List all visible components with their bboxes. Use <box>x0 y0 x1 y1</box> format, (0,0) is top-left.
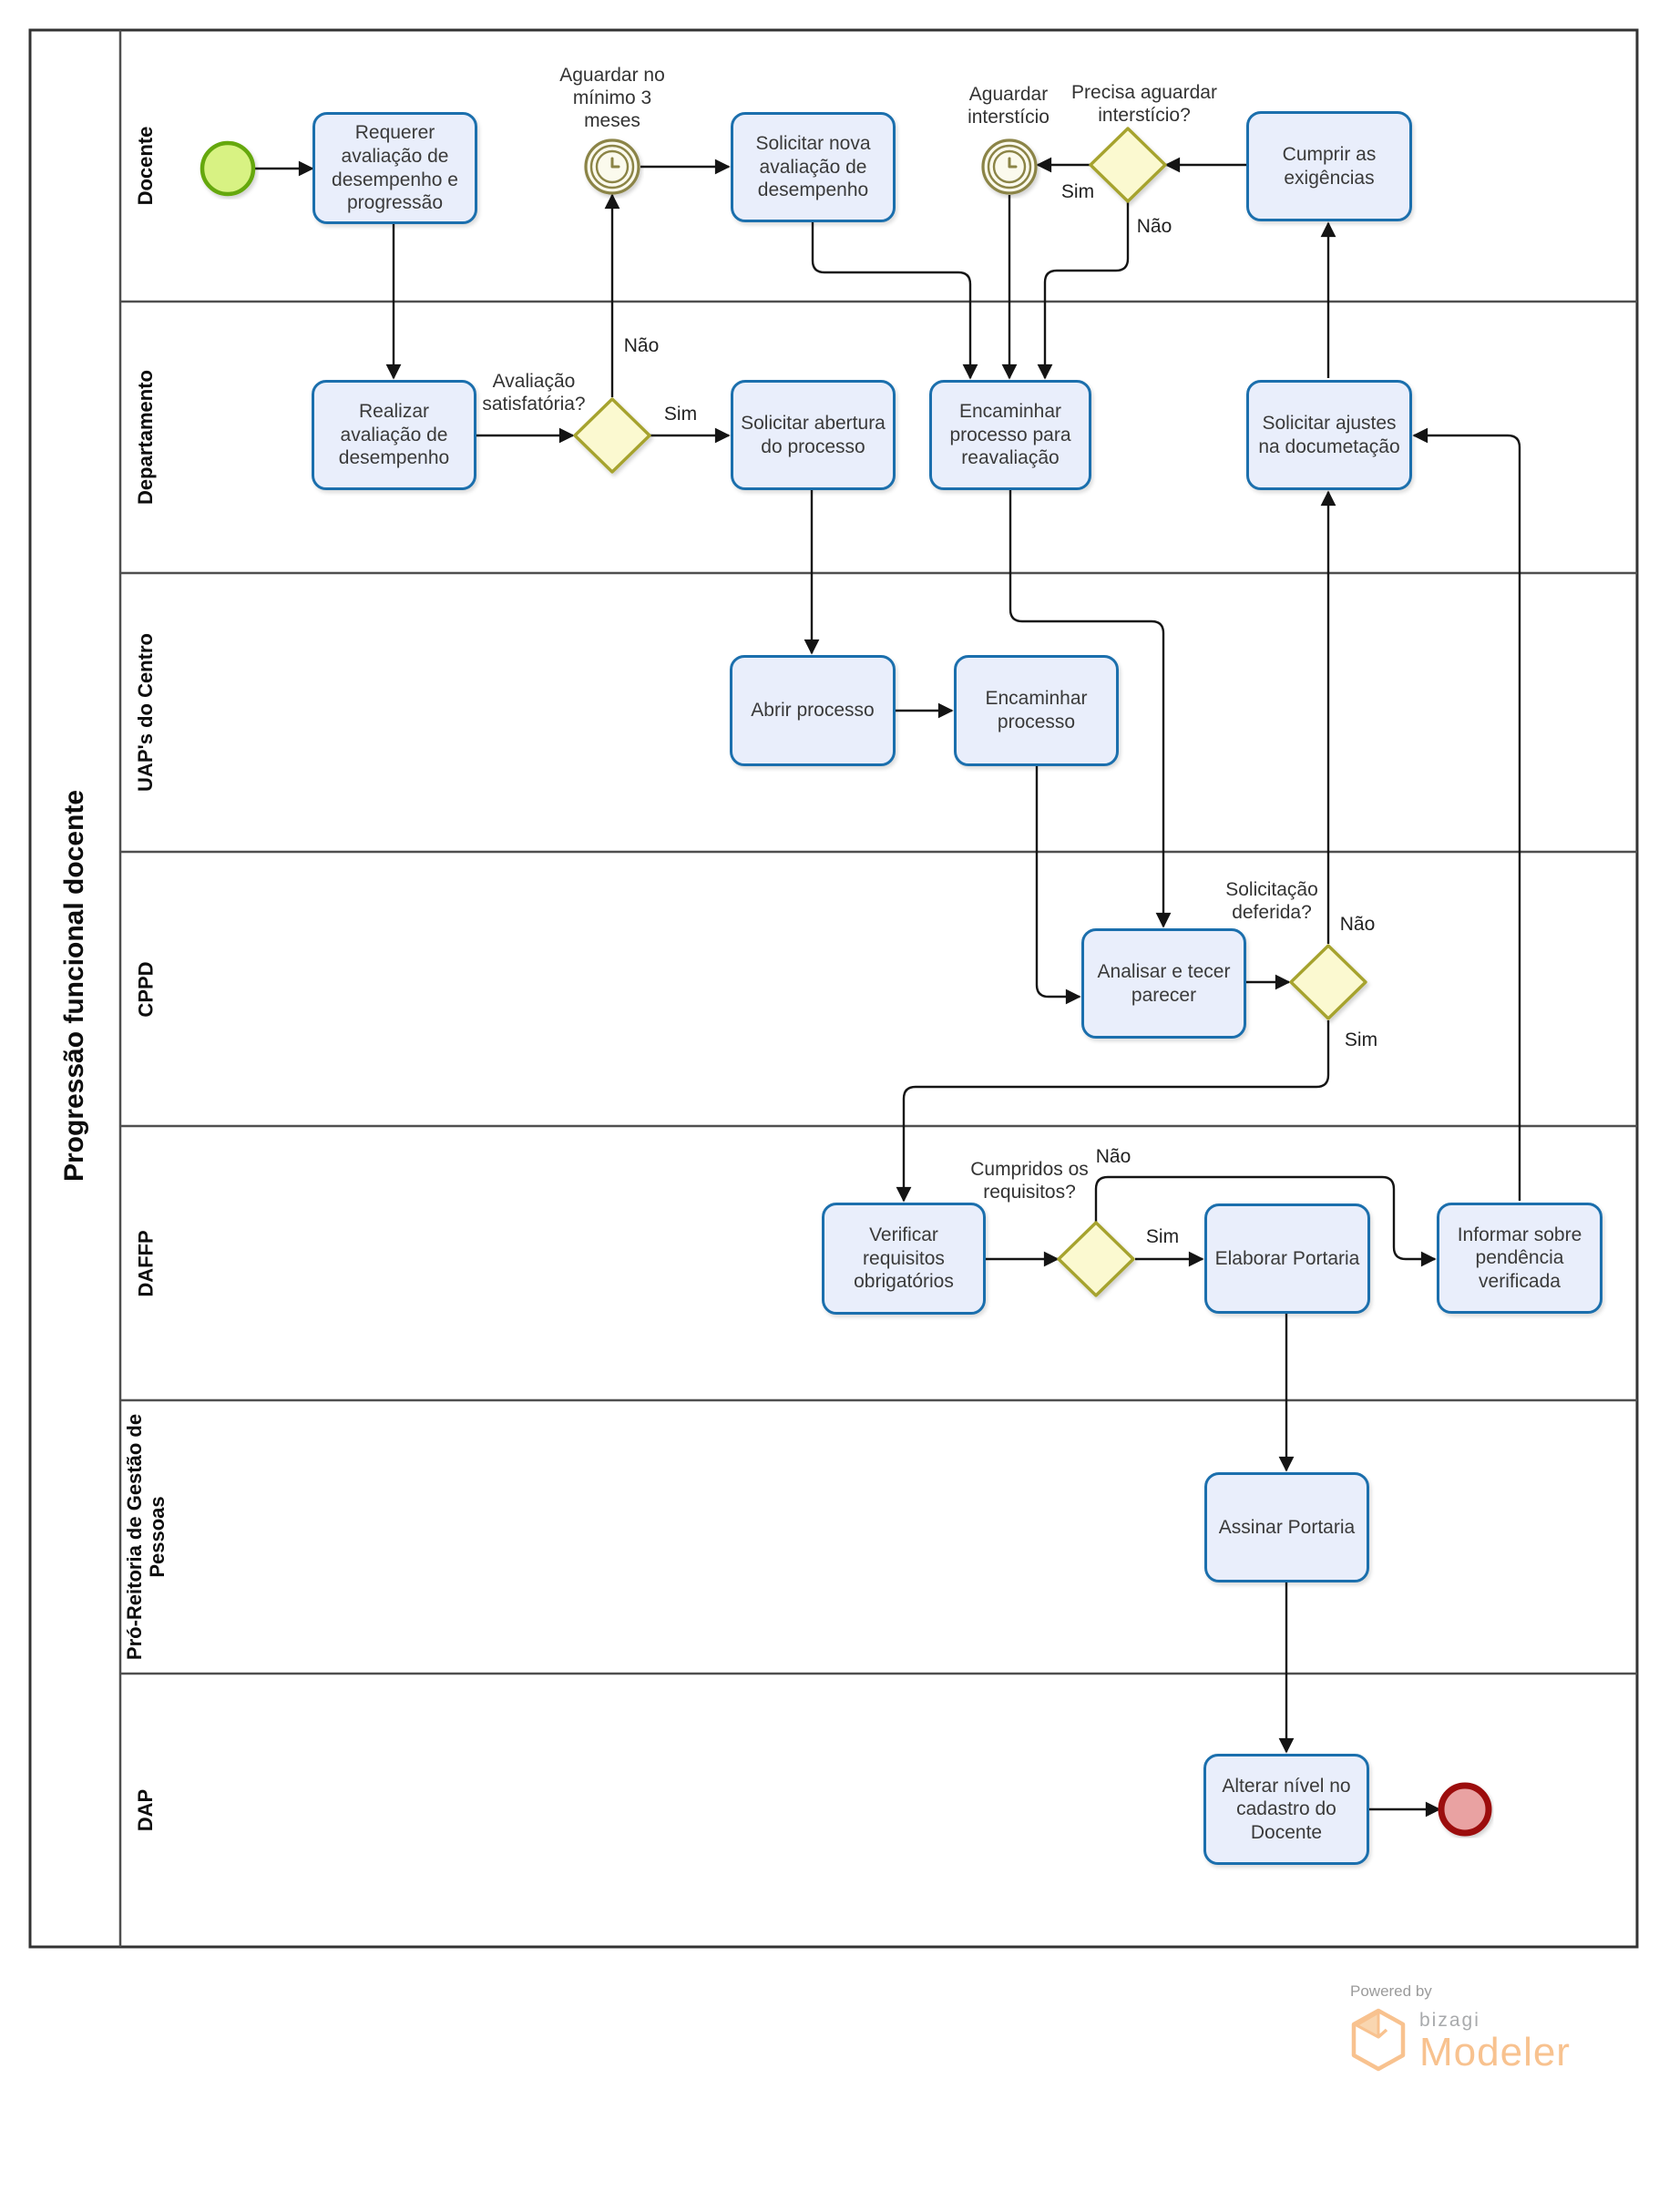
task-informar-pendencia[interactable]: Informar sobre pendência verificada <box>1437 1203 1602 1314</box>
label-nao-deferida: Não <box>1339 914 1376 935</box>
timer-aguardar-3-meses-icon-ring <box>589 144 635 189</box>
task-solicitar-abertura[interactable]: Solicitar abertura do processo <box>731 380 896 490</box>
flow-encaminhar-proc-analisar[interactable] <box>1035 766 1081 1005</box>
bizagi-branding: Powered by bizagi Modeler <box>1350 1982 1571 2075</box>
label-sim-requisitos: Sim <box>1145 1226 1180 1247</box>
lane-label-1: Docente <box>134 126 158 206</box>
flow-encaminhar-reav-analisar[interactable] <box>1009 490 1172 928</box>
modeler-wordmark: Modeler <box>1419 2030 1571 2074</box>
task-encaminhar-reavaliacao-label: Encaminhar processo para reavaliação <box>949 401 1071 469</box>
flow-gw3-verificar-sim[interactable] <box>896 1020 1330 1203</box>
lane-label-7: DAP <box>134 1788 158 1832</box>
task-realizar-avaliacao-label: Realizar avaliação de desempenho <box>338 401 450 469</box>
label-sim-deferida: Sim <box>1344 1029 1378 1050</box>
label-aguardar-intersticio: Aguardar interstício <box>968 84 1050 128</box>
task-encaminhar-processo[interactable]: Encaminhar processo <box>954 655 1119 766</box>
task-abrir-processo[interactable]: Abrir processo <box>730 655 896 766</box>
gateway-precisa-aguardar-intersticio[interactable] <box>1089 127 1167 203</box>
gateway-cumpridos-requisitos[interactable] <box>1057 1221 1135 1297</box>
task-solicitar-abertura-label: Solicitar abertura do processo <box>741 412 886 457</box>
task-solicitar-ajustes-label: Solicitar ajustes na documetação <box>1258 412 1400 457</box>
label-sim-avaliacao: Sim <box>663 404 698 425</box>
task-cumprir-exigencias[interactable]: Cumprir as exigências <box>1246 111 1412 221</box>
task-elaborar-portaria[interactable]: Elaborar Portaria <box>1204 1203 1370 1314</box>
gateway-avaliacao-satisfatoria[interactable] <box>573 397 651 474</box>
label-nao-requisitos: Não <box>1095 1146 1131 1167</box>
task-informar-pendencia-label: Informar sobre pendência verificada <box>1457 1224 1582 1292</box>
task-verificar-requisitos[interactable]: Verificar requisitos obrigatórios <box>822 1203 986 1315</box>
gateway-solicitacao-deferida[interactable] <box>1289 944 1367 1020</box>
lane-label-5: DAFFP <box>134 1229 158 1297</box>
pool-border <box>28 28 1639 1949</box>
task-encaminhar-processo-label: Encaminhar processo <box>985 688 1088 732</box>
task-cumprir-exigencias-label: Cumprir as exigências <box>1282 143 1377 189</box>
lane-label-6: Pró-Reitoria de Gestão de Pessoas <box>122 1413 169 1661</box>
end-event[interactable] <box>1438 1782 1492 1837</box>
task-elaborar-portaria-label: Elaborar Portaria <box>1214 1247 1360 1269</box>
lane-label-4: CPPD <box>134 960 158 1018</box>
task-encaminhar-reavaliacao[interactable]: Encaminhar processo para reavaliação <box>929 380 1091 490</box>
timer-aguardar-intersticio-icon-ring <box>987 144 1032 189</box>
label-avaliacao-satisfatoria: Avaliação satisfatória? <box>482 371 586 415</box>
timer-aguardar-3-meses-icon-clock-face <box>595 149 630 184</box>
task-solicitar-nova-avaliacao-label: Solicitar nova avaliação de desempenho <box>755 133 871 201</box>
flow-gw2-encaminhar-nao[interactable] <box>1037 202 1130 380</box>
label-precisa-aguardar-intersticio: Precisa aguardar interstício? <box>1071 82 1217 126</box>
flow-solicitar-nova-encaminhar[interactable] <box>811 222 978 380</box>
timer-aguardar-intersticio-icon-clock-face <box>992 149 1027 184</box>
label-solicitacao-deferida: Solicitação deferida? <box>1225 879 1318 923</box>
powered-by-label: Powered by <box>1350 1982 1432 2000</box>
task-alterar-nivel-label: Alterar nível no cadastro do Docente <box>1222 1775 1351 1843</box>
task-assinar-portaria[interactable]: Assinar Portaria <box>1204 1472 1369 1582</box>
flow-gw4-informar-nao[interactable] <box>1094 1175 1437 1267</box>
task-requerer-avaliacao[interactable]: Requerer avaliação de desempenho e progr… <box>312 112 477 224</box>
timer-aguardar-3-meses-icon-clock-hands <box>610 157 620 169</box>
task-verificar-requisitos-label: Verificar requisitos obrigatórios <box>854 1224 954 1293</box>
lane-label-2: Departamento <box>134 370 158 505</box>
task-alterar-nivel[interactable]: Alterar nível no cadastro do Docente <box>1203 1754 1369 1865</box>
bizagi-wordmark: bizagi <box>1419 2010 1480 2031</box>
task-requerer-avaliacao-label: Requerer avaliação de desempenho e progr… <box>332 122 458 214</box>
timer-aguardar-intersticio-icon-clock-hands <box>1008 157 1018 169</box>
task-realizar-avaliacao[interactable]: Realizar avaliação de desempenho <box>312 380 476 490</box>
task-analisar-parecer[interactable]: Analisar e tecer parecer <box>1081 928 1246 1039</box>
label-cumpridos-requisitos: Cumpridos os requisitos? <box>970 1159 1089 1203</box>
lane-label-3: UAP's do Centro <box>134 633 158 792</box>
task-solicitar-nova-avaliacao[interactable]: Solicitar nova avaliação de desempenho <box>731 112 896 222</box>
start-event[interactable] <box>200 140 256 197</box>
bizagi-cube-icon <box>1351 2008 1406 2072</box>
label-aguardar-3-meses: Aguardar no mínimo 3 meses <box>559 64 665 131</box>
label-nao-avaliacao: Não <box>623 335 660 356</box>
pool-title: Progressão funcional docente <box>59 789 89 1183</box>
flow-informar-ajustes[interactable] <box>1412 427 1521 1201</box>
label-nao-intersticio: Não <box>1136 216 1172 237</box>
label-sim-intersticio: Sim <box>1060 181 1095 202</box>
task-assinar-portaria-label: Assinar Portaria <box>1218 1516 1356 1538</box>
task-analisar-parecer-label: Analisar e tecer parecer <box>1097 960 1231 1006</box>
task-solicitar-ajustes[interactable]: Solicitar ajustes na documetação <box>1246 380 1412 490</box>
task-abrir-processo-label: Abrir processo <box>751 700 875 722</box>
